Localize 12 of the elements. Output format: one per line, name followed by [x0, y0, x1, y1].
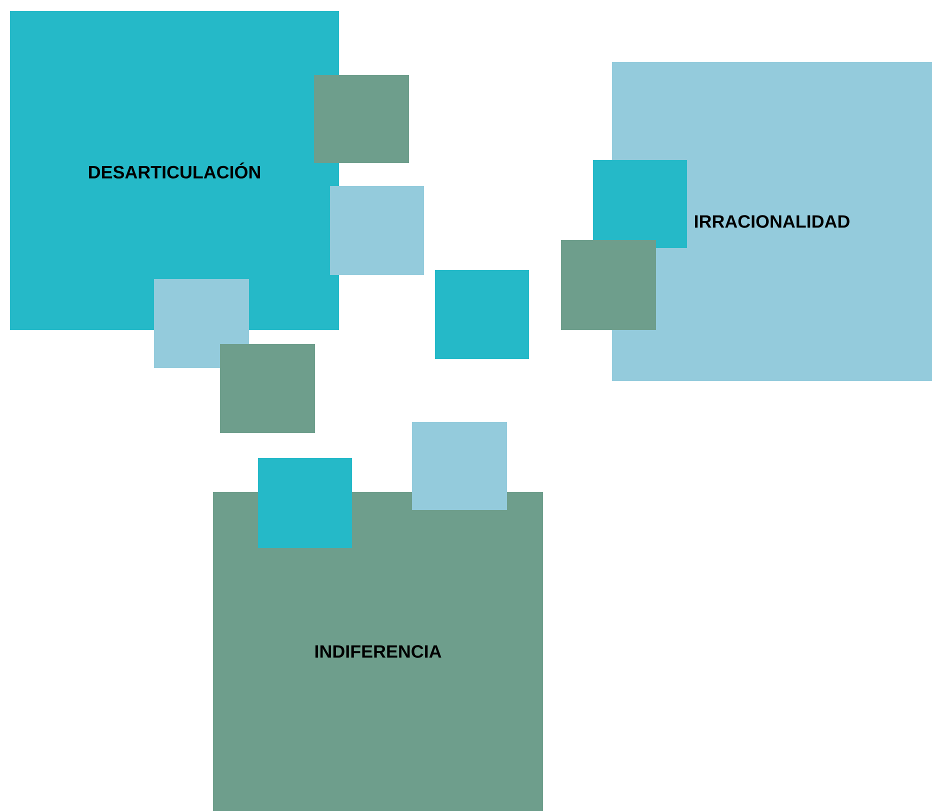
square-block: [314, 75, 409, 163]
square-block: [561, 240, 656, 330]
square-panel: DESARTICULACIÓN: [10, 11, 339, 330]
square-block: [435, 270, 529, 359]
square-block: [330, 186, 424, 275]
square-block: [220, 344, 315, 433]
square-block: [258, 458, 352, 548]
square-block: [412, 422, 507, 510]
square-block: [154, 278, 249, 368]
square-panel: IRRACIONALIDAD: [612, 62, 932, 381]
square-block: [593, 160, 687, 248]
square-panel: INDIFERENCIA: [213, 492, 543, 811]
